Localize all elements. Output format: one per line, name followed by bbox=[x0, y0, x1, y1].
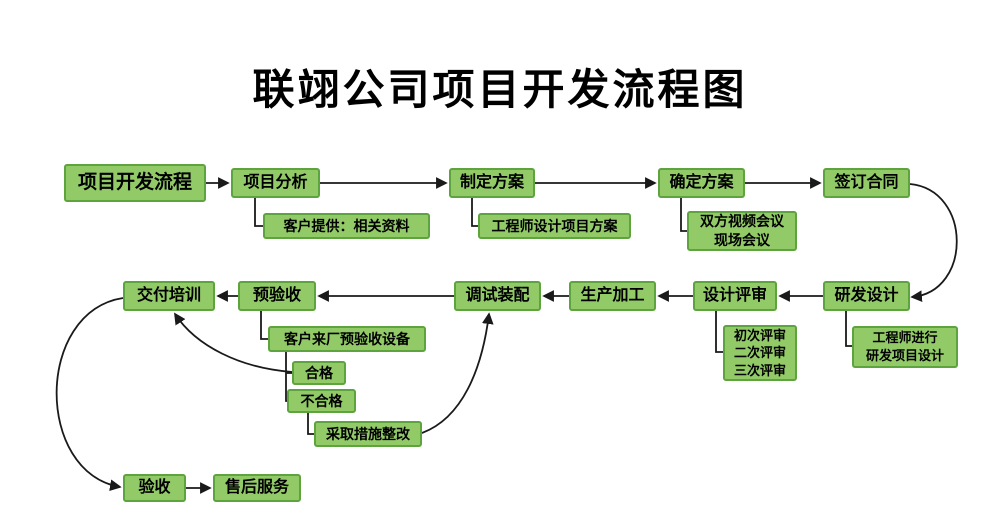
node-pre-acceptance: 预验收 bbox=[238, 281, 316, 311]
node-customer-materials: 客户提供：相关资料 bbox=[263, 213, 430, 239]
node-engineer-rd-line1: 工程师进行 bbox=[872, 330, 938, 346]
node-review-rounds-line3: 三次评审 bbox=[733, 362, 786, 378]
node-acceptance: 验收 bbox=[123, 474, 186, 502]
node-engineer-rd-line2: 研发项目设计 bbox=[865, 348, 944, 363]
node-meetings: 双方视频会议 现场会议 bbox=[687, 211, 797, 251]
node-confirm-plan: 确定方案 bbox=[658, 168, 745, 198]
connector-analysis-customerinfo bbox=[254, 198, 263, 227]
connector-delivery-acceptance-curve bbox=[55, 297, 124, 492]
node-project-dev-process: 项目开发流程 bbox=[64, 164, 206, 202]
node-meetings-line2: 现场会议 bbox=[714, 232, 770, 248]
node-production: 生产加工 bbox=[569, 281, 656, 311]
node-rectify: 采取措施整改 bbox=[314, 421, 422, 447]
node-engineer-rd: 工程师进行 研发项目设计 bbox=[852, 326, 958, 368]
connector-review-reviews bbox=[715, 311, 723, 353]
node-design-review: 设计评审 bbox=[693, 281, 777, 311]
node-formulate-plan: 制定方案 bbox=[449, 168, 535, 198]
node-review-rounds: 初次评审 二次评审 三次评审 bbox=[723, 325, 797, 381]
node-rd-design: 研发设计 bbox=[823, 281, 910, 311]
node-sign-contract: 签订合同 bbox=[823, 168, 910, 198]
node-delivery-training: 交付培训 bbox=[123, 281, 215, 311]
node-customer-visit: 客户来厂预验收设备 bbox=[268, 326, 426, 352]
page-title: 联翊公司项目开发流程图 bbox=[252, 66, 748, 113]
node-debug-assembly: 调试装配 bbox=[454, 281, 541, 311]
node-meetings-line1: 双方视频会议 bbox=[700, 213, 784, 230]
node-review-rounds-line1: 初次评审 bbox=[733, 327, 786, 343]
node-project-analysis: 项目分析 bbox=[231, 168, 320, 198]
connector-contract-rddesign-curve bbox=[909, 183, 958, 302]
connector-rectify-debug-curve bbox=[421, 312, 494, 434]
node-review-rounds-line2: 二次评审 bbox=[733, 345, 786, 361]
node-qualified: 合格 bbox=[292, 361, 346, 385]
node-engineer-design-plan: 工程师设计项目方案 bbox=[478, 213, 631, 239]
connector-preacceptance-customervisit bbox=[260, 311, 268, 340]
node-unqualified: 不合格 bbox=[287, 389, 356, 413]
node-after-sales: 售后服务 bbox=[213, 474, 301, 502]
